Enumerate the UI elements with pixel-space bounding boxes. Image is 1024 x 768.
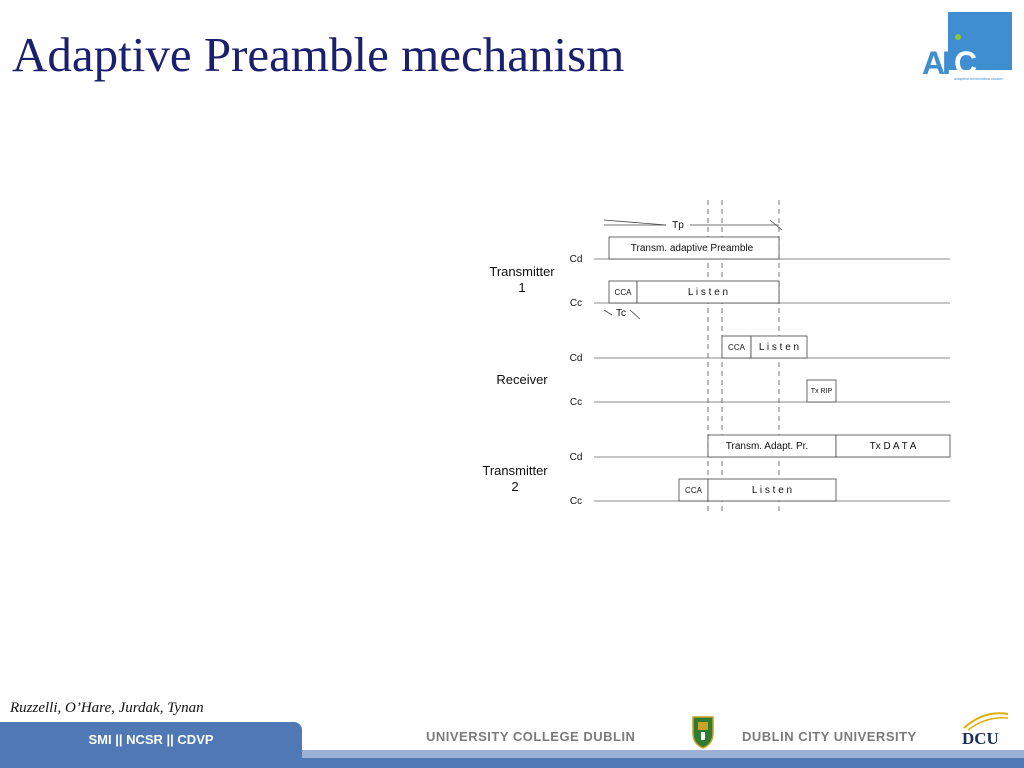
t1-cc-label: Cc — [570, 298, 582, 309]
receiver-label: Receiver — [496, 372, 548, 387]
rx-cc-label: Cc — [570, 397, 582, 408]
t2-cd-label: Cd — [570, 452, 583, 463]
transmitter2-label-line1: Transmitter — [482, 463, 548, 478]
t2-cca-label: CCA — [685, 486, 703, 495]
rx-listen-label: L i s t e n — [759, 342, 799, 353]
dcu-logo-text: DCU — [962, 729, 999, 748]
slide-authors: Ruzzelli, O’Hare, Jurdak, Tynan — [10, 700, 204, 716]
t2-cc-label: Cc — [570, 496, 582, 507]
tc-label: Tc — [616, 308, 626, 319]
footer-group-label: SMI || NCSR || CDVP — [88, 732, 214, 747]
tp-label: Tp — [672, 220, 684, 231]
dcu-logo: DCU — [962, 712, 1009, 748]
t2-data-label: Tx D A T A — [870, 441, 917, 452]
aic-logo: A I C adaptive information cluster — [922, 12, 1012, 81]
rx-txrip-label: Tx RIP — [811, 388, 833, 395]
t1-cd-label: Cd — [570, 254, 583, 265]
ucd-crest-icon — [692, 716, 714, 749]
slide-title: Adaptive Preamble mechanism — [12, 27, 625, 82]
transmitter1-label-line1: Transmitter — [489, 264, 555, 279]
svg-text:C: C — [954, 45, 977, 81]
t2-data-box — [835, 434, 951, 458]
dcu-label: DUBLIN CITY UNIVERSITY — [742, 729, 917, 744]
t2-listen-label: L i s t e n — [752, 485, 792, 496]
preamble-timing-diagram: Tp Transmitter 1 Cd Transm. adaptive Pre… — [482, 200, 951, 515]
rx-cca-label: CCA — [728, 343, 746, 352]
t2-preamble-label: Transm. Adapt. Pr. — [726, 441, 808, 452]
rx-listen-box — [750, 335, 808, 359]
rx-txrip-box — [806, 379, 837, 403]
rx-cd-label: Cd — [570, 353, 583, 364]
t1-preamble-label: Transm. adaptive Preamble — [631, 243, 754, 254]
t2-listen-box — [707, 478, 837, 502]
aic-tagline: adaptive information cluster — [954, 76, 1004, 81]
t1-listen-box — [636, 280, 780, 304]
footer-group-tab — [0, 722, 302, 760]
transmitter2-label-line2: 2 — [511, 479, 518, 494]
ucd-label: UNIVERSITY COLLEGE DUBLIN — [426, 729, 636, 744]
footer-strip-light — [302, 750, 1024, 758]
t1-preamble-box — [608, 236, 780, 260]
t1-cca-label: CCA — [615, 288, 633, 297]
svg-text:I: I — [942, 45, 951, 81]
transmitter1-label-line2: 1 — [518, 280, 525, 295]
t1-listen-label: L i s t e n — [688, 287, 728, 298]
svg-text:A: A — [922, 45, 945, 81]
